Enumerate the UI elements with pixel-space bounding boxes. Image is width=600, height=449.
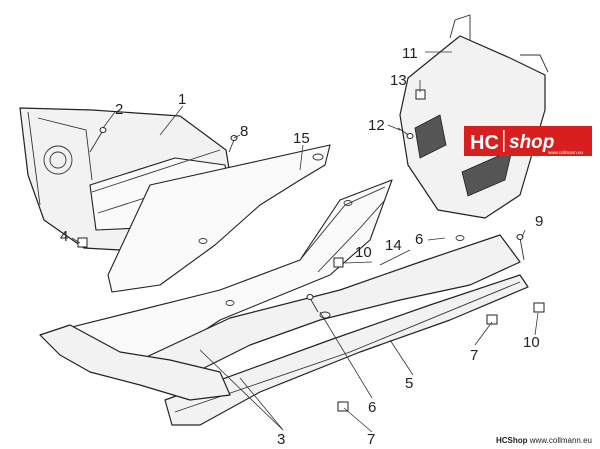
callout-9: 9: [535, 213, 543, 230]
logo-hc-text: HC: [470, 132, 499, 154]
screw-6-lower: [306, 294, 319, 313]
footer-brand: HCShop: [495, 436, 528, 445]
leader-lines: [71, 51, 539, 433]
callout-15: 15: [293, 130, 310, 147]
callout-11: 11: [402, 45, 418, 62]
callout-3: 3: [277, 431, 285, 448]
hcshop-logo: HC shop www.collmann.eu: [464, 126, 592, 156]
rear-cover-11: [399, 14, 549, 219]
callout-13: 13: [390, 72, 407, 89]
clip-4: [77, 237, 88, 248]
callout-14: 14: [385, 237, 402, 254]
callout-5: 5: [405, 375, 413, 392]
clip-10-right: [533, 302, 545, 313]
clip-7-bottom: [337, 401, 349, 412]
clip-10-upper: [333, 257, 344, 268]
screw-8: [228, 135, 238, 153]
callout-1: 1: [178, 91, 186, 108]
callout-12: 12: [368, 117, 385, 134]
screw-2: [89, 127, 107, 153]
callout-10-right: 10: [523, 334, 540, 351]
callout-6-lower: 6: [368, 399, 376, 416]
clip-7-right: [486, 314, 498, 325]
footer-credit: HCShop www.collmann.eu: [496, 436, 592, 445]
callout-10-upper: 10: [355, 244, 372, 261]
logo-shop-text: shop: [509, 132, 554, 153]
side-skirt-5: [164, 274, 529, 426]
front-skirt-3: [39, 324, 231, 401]
screw-12: [397, 127, 414, 139]
footrest-mat-15: [107, 144, 331, 293]
callout-7-right: 7: [470, 347, 478, 364]
callout-7-bottom: 7: [367, 431, 375, 448]
callout-8: 8: [240, 123, 248, 140]
callout-4: 4: [60, 228, 68, 245]
footer-url: www.collmann.eu: [529, 436, 592, 445]
callout-2: 2: [115, 101, 123, 118]
callout-6-upper: 6: [415, 231, 423, 248]
logo-url-text: www.collmann.eu: [548, 150, 584, 155]
screw-9: [516, 234, 525, 261]
logo-background: [464, 126, 592, 156]
clip-13: [415, 89, 426, 100]
